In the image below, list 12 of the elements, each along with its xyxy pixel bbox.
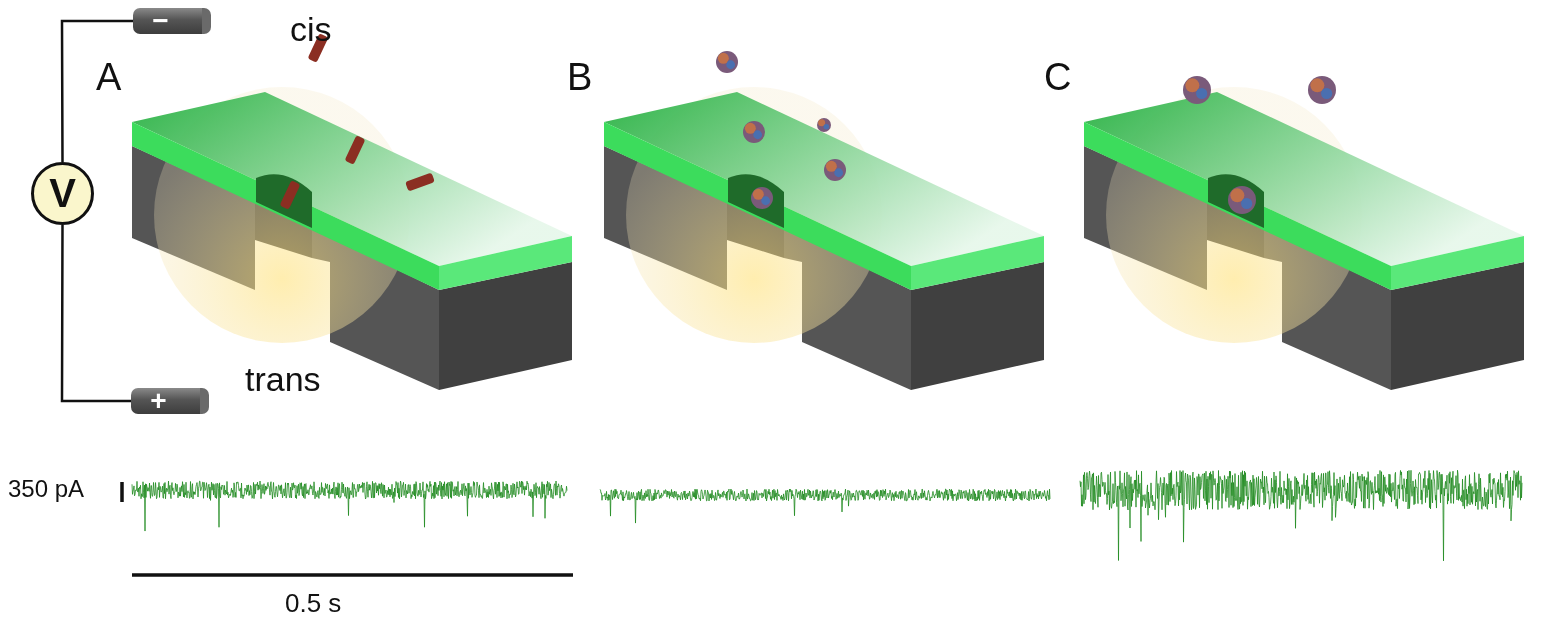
scale-label: 350 pA: [8, 477, 85, 501]
region-label: trans: [245, 362, 321, 396]
voltmeter-symbol: V: [31, 162, 94, 225]
battery-symbol: +: [131, 388, 209, 414]
panel-label: A: [96, 58, 122, 96]
region-label: cis: [290, 12, 332, 46]
circuit-wire: [60, 225, 131, 403]
scale-label: 0.5 s: [285, 590, 342, 616]
circuit-wire: [60, 19, 133, 162]
panel-label: C: [1044, 58, 1072, 96]
panel-label: B: [567, 58, 593, 96]
battery-symbol: −: [133, 8, 211, 34]
